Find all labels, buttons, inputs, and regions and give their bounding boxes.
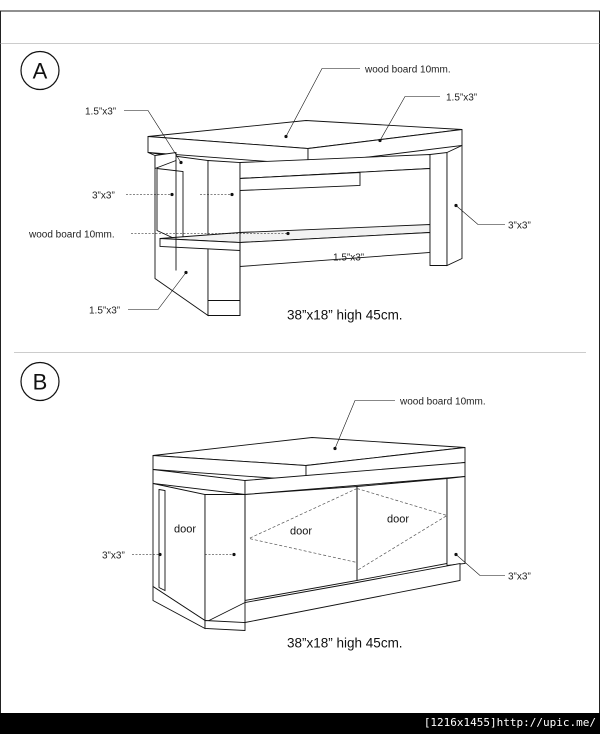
footer-bar: [1216x1455]http://upic.me/ xyxy=(0,713,600,734)
label-top-board-a: wood board 10mm. xyxy=(364,65,451,76)
pointer-leg-right-b xyxy=(455,554,505,576)
pointer-top-board xyxy=(285,68,360,137)
label-door-side: door xyxy=(174,524,196,536)
door-center-panel xyxy=(244,486,358,602)
label-leg-left-b: 3”x3” xyxy=(102,551,125,562)
dimensions-a: 38”x18” high 45cm. xyxy=(287,308,403,323)
pointer-top-rail-right xyxy=(379,96,440,141)
pointer-bottom-rail-left xyxy=(128,272,187,310)
panel-a: A xyxy=(20,50,531,323)
cabinet-drawing xyxy=(152,437,466,631)
label-front-leg-left: 3”x3” xyxy=(92,191,115,202)
label-top-rail-right: 1.5”x3” xyxy=(446,93,477,104)
label-top-rail-left: 1.5”x3” xyxy=(85,107,116,118)
label-door-center: door xyxy=(290,526,312,538)
badge-a-circle xyxy=(20,50,60,91)
label-door-right: door xyxy=(387,514,409,526)
dimensions-b: 38”x18” high 45cm. xyxy=(287,636,403,651)
badge-a-letter: A xyxy=(33,59,48,84)
label-shelf-rail: 1.5”x3” xyxy=(333,253,364,264)
badge-b-circle xyxy=(20,361,60,402)
coffee-table-drawing xyxy=(147,120,463,317)
door-right-swing xyxy=(356,488,448,571)
door-center-swing xyxy=(247,488,358,563)
label-shelf-board: wood board 10mm. xyxy=(28,230,115,241)
page-frame xyxy=(0,10,600,724)
pointer-back-leg-right xyxy=(455,205,505,225)
label-leg-right-b: 3”x3” xyxy=(508,572,531,583)
panel-b: B xyxy=(20,361,531,651)
label-back-leg-right: 3”x3” xyxy=(508,221,531,232)
footer-source-text: [1216x1455]http://upic.me/ xyxy=(423,716,596,729)
pointer-top-rail-left xyxy=(124,110,182,163)
pointer-top-board-b xyxy=(334,400,395,449)
door-right-panel xyxy=(356,478,448,582)
label-top-board-b: wood board 10mm. xyxy=(399,397,486,408)
badge-b-letter: B xyxy=(33,370,48,395)
label-bottom-rail-left: 1.5”x3” xyxy=(89,306,120,317)
